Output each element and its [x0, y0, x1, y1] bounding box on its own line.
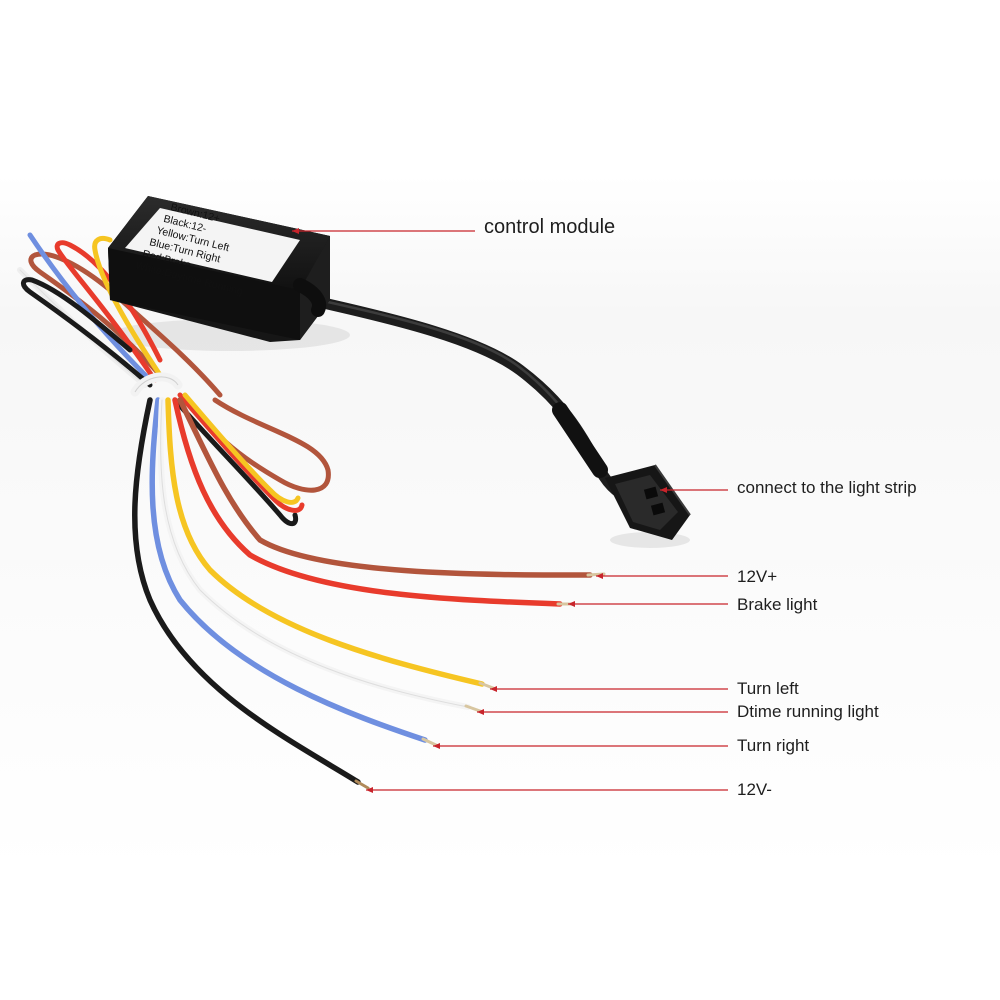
- label-12v-plus: 12V+: [737, 567, 778, 586]
- label-turn-left: Turn left: [737, 679, 799, 698]
- connector: [605, 464, 691, 540]
- label-connector: connect to the light strip: [737, 478, 917, 497]
- connector-shadow: [610, 532, 690, 548]
- control-module: Brown:12+ Black:12- Yellow:Turn Left Blu…: [108, 196, 330, 342]
- label-daytime-running: Dtime running light: [737, 702, 879, 721]
- label-turn-right: Turn right: [737, 736, 810, 755]
- module-label-sticker: [125, 208, 300, 282]
- label-control-module: control module: [484, 216, 616, 238]
- wire-leads: [132, 397, 606, 790]
- label-12v-minus: 12V-: [737, 780, 772, 799]
- callout-arrows: [292, 228, 728, 793]
- label-brake-light: Brake light: [737, 595, 818, 614]
- cable-tie: [130, 372, 183, 397]
